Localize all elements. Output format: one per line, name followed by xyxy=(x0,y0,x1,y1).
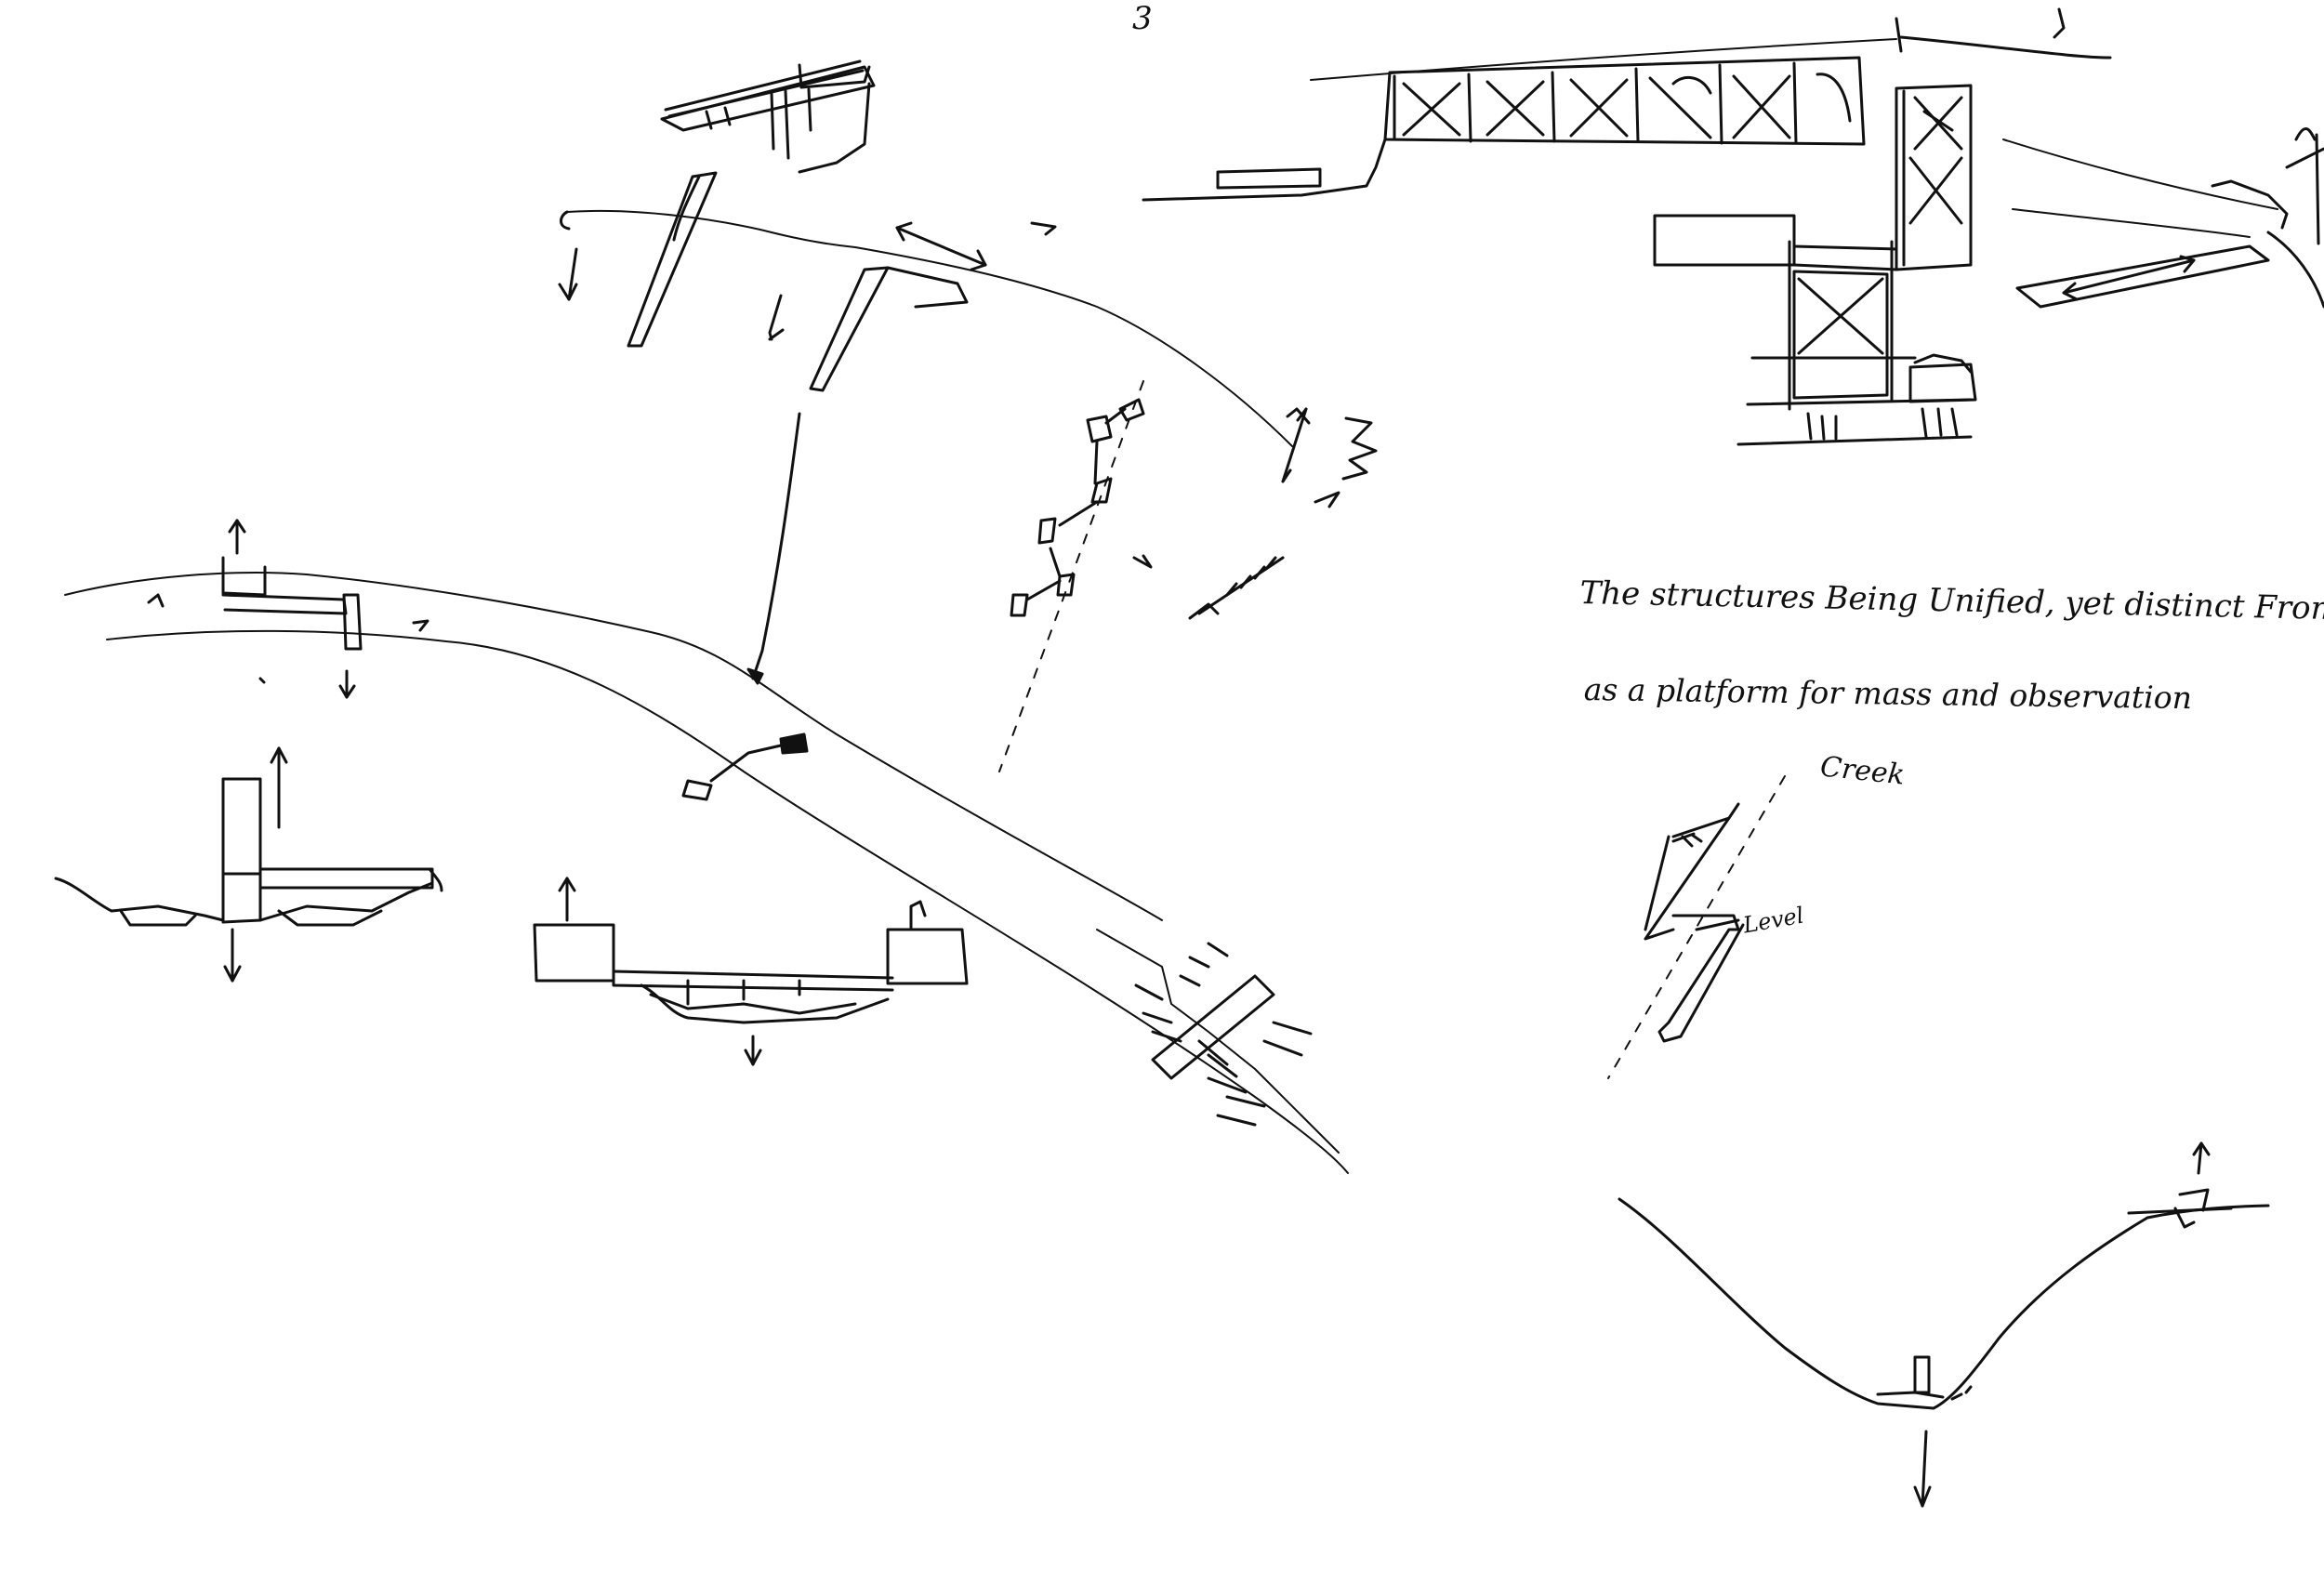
middle-section-bridge xyxy=(533,877,969,1066)
corner-mark: 3 xyxy=(1132,0,1153,37)
right-ramp-sketch xyxy=(2002,127,2324,309)
top-bridge-elevation xyxy=(1142,7,2112,202)
top-right-tower-elevation xyxy=(1653,84,1977,446)
upper-middle-site-sketch xyxy=(558,171,1293,685)
creek-plan xyxy=(1607,775,1786,1079)
top-left-section-sketch xyxy=(660,59,876,174)
left-section-tower xyxy=(54,746,443,983)
zigzag-path-sketch xyxy=(998,380,1378,772)
valley-section xyxy=(1618,1141,2270,1508)
main-site-plan xyxy=(64,519,1349,1174)
